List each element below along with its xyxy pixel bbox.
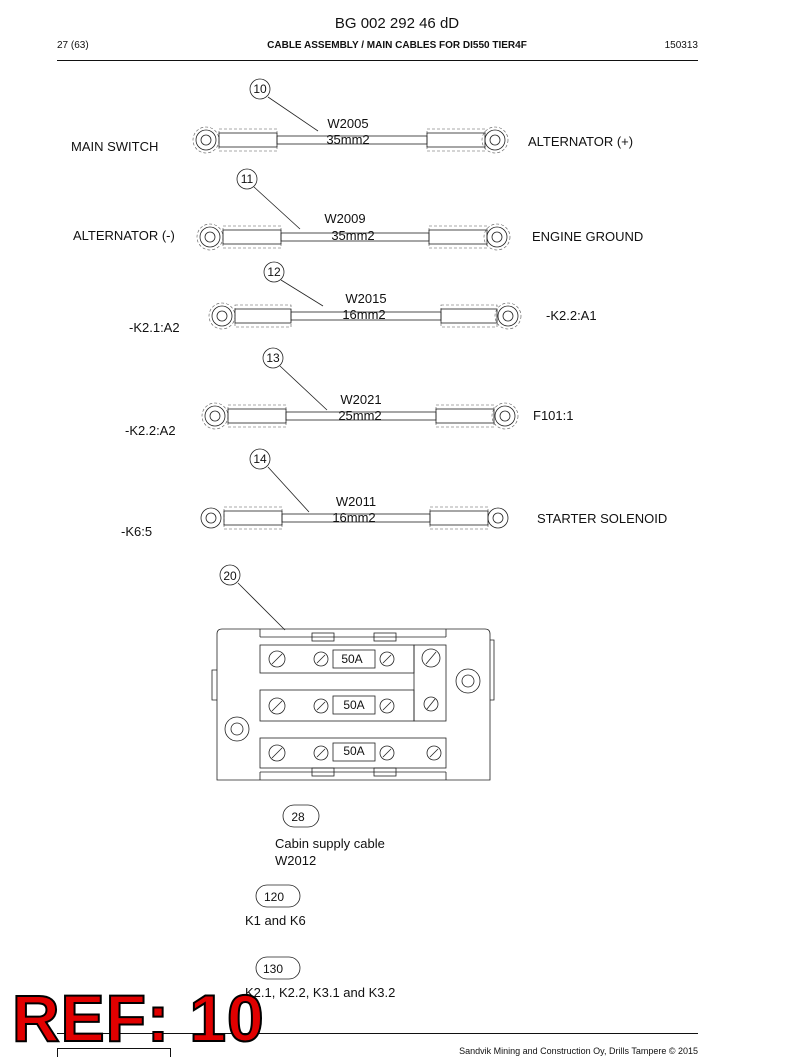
wire-id: W2011 bbox=[336, 494, 376, 509]
wire-size: 35mm2 bbox=[326, 132, 369, 147]
wire-id: W2021 bbox=[340, 392, 381, 407]
fuse-3: 50A bbox=[259, 737, 447, 769]
fuse-box: 20 50A bbox=[211, 564, 495, 781]
right-connection-label: -K2.2:A1 bbox=[546, 308, 597, 323]
callout-12: 12 bbox=[267, 265, 281, 279]
right-connection-label: ENGINE GROUND bbox=[532, 229, 643, 244]
left-connection-label: MAIN SWITCH bbox=[71, 139, 158, 154]
wire-size: 25mm2 bbox=[338, 408, 381, 423]
leader-line-11 bbox=[253, 186, 301, 230]
header-rule bbox=[57, 60, 698, 61]
revision-code: 150313 bbox=[664, 40, 698, 51]
callout-20: 20 bbox=[223, 569, 237, 583]
fuse-1: 50A bbox=[259, 644, 415, 674]
note-text-line2: W2012 bbox=[275, 853, 316, 868]
left-connection-label: -K6:5 bbox=[121, 524, 152, 539]
left-connection-label: ALTERNATOR (-) bbox=[73, 228, 175, 243]
callout-bubble-130 bbox=[255, 956, 301, 980]
reference-stamp: REF: 10 bbox=[11, 981, 265, 1055]
note-text: K1 and K6 bbox=[245, 913, 306, 928]
wire-size: 35mm2 bbox=[331, 228, 374, 243]
callout-bubble-11 bbox=[236, 168, 258, 190]
callout-bubble-120 bbox=[255, 884, 301, 908]
callout-bubble-14 bbox=[249, 448, 271, 470]
copyright-text: Sandvik Mining and Construction Oy, Dril… bbox=[459, 1046, 698, 1056]
leader-line-13 bbox=[279, 365, 328, 411]
callout-13: 13 bbox=[266, 351, 280, 365]
wire-size: 16mm2 bbox=[342, 307, 385, 322]
callout-28: 28 bbox=[291, 810, 305, 824]
right-connection-label: STARTER SOLENOID bbox=[537, 511, 667, 526]
callout-bubble-13 bbox=[262, 347, 284, 369]
fuse-rating: 50A bbox=[341, 652, 362, 666]
cable-w2009: 11 W2009 35mm2 ALTERNATOR (-) ENGINE GRO… bbox=[73, 168, 643, 251]
leader-line-12 bbox=[280, 279, 324, 307]
callout-bubble-10 bbox=[249, 78, 271, 100]
cable-w2015: 12 W2015 16mm2 -K2.1:A2 -K2.2:A1 bbox=[129, 261, 597, 335]
note-120: 120 K1 and K6 bbox=[245, 884, 306, 928]
callout-bubble-12 bbox=[263, 261, 285, 283]
callout-130: 130 bbox=[263, 962, 283, 976]
note-28: 28 Cabin supply cable W2012 bbox=[275, 804, 385, 868]
sheet-title: CABLE ASSEMBLY / MAIN CABLES FOR DI550 T… bbox=[267, 40, 527, 51]
page-number: 27 (63) bbox=[57, 40, 89, 51]
footer-rule bbox=[57, 1033, 698, 1034]
left-connection-label: -K2.2:A2 bbox=[125, 423, 176, 438]
callout-120: 120 bbox=[264, 890, 284, 904]
callout-bubble-20 bbox=[219, 564, 241, 586]
leader-line-20 bbox=[237, 582, 286, 631]
right-connection-label: ALTERNATOR (+) bbox=[528, 134, 633, 149]
callout-11: 11 bbox=[241, 172, 254, 186]
callout-14: 14 bbox=[253, 452, 267, 466]
wire-id: W2009 bbox=[324, 211, 365, 226]
wire-id: W2015 bbox=[345, 291, 386, 306]
callout-10: 10 bbox=[253, 82, 267, 96]
document-code: BG 002 292 46 dD bbox=[334, 15, 460, 32]
note-130: 130 K2.1, K2.2, K3.1 and K3.2 bbox=[245, 956, 395, 1000]
cable-w2011: 14 W2011 16mm2 -K6:5 STARTER SOLENOID bbox=[121, 448, 667, 539]
leader-line-14 bbox=[267, 466, 310, 513]
fuse-rating: 50A bbox=[343, 698, 364, 712]
right-connection-label: F101:1 bbox=[533, 408, 573, 423]
leader-line-10 bbox=[267, 96, 319, 132]
cable-w2021: 13 W2021 25mm2 -K2.2:A2 F101:1 bbox=[125, 347, 573, 438]
cable-w2005: 10 W2005 35mm2 MAIN SWITCH ALTERNATOR (+… bbox=[71, 78, 633, 154]
left-connection-label: -K2.1:A2 bbox=[129, 320, 180, 335]
fuse-2: 50A bbox=[259, 689, 415, 722]
wire-size: 16mm2 bbox=[332, 510, 375, 525]
note-text: K2.1, K2.2, K3.1 and K3.2 bbox=[245, 985, 395, 1000]
callout-bubble-28 bbox=[282, 804, 320, 828]
note-text: Cabin supply cable bbox=[275, 836, 385, 851]
fuse-rating: 50A bbox=[343, 744, 364, 758]
wire-id: W2005 bbox=[327, 116, 368, 131]
